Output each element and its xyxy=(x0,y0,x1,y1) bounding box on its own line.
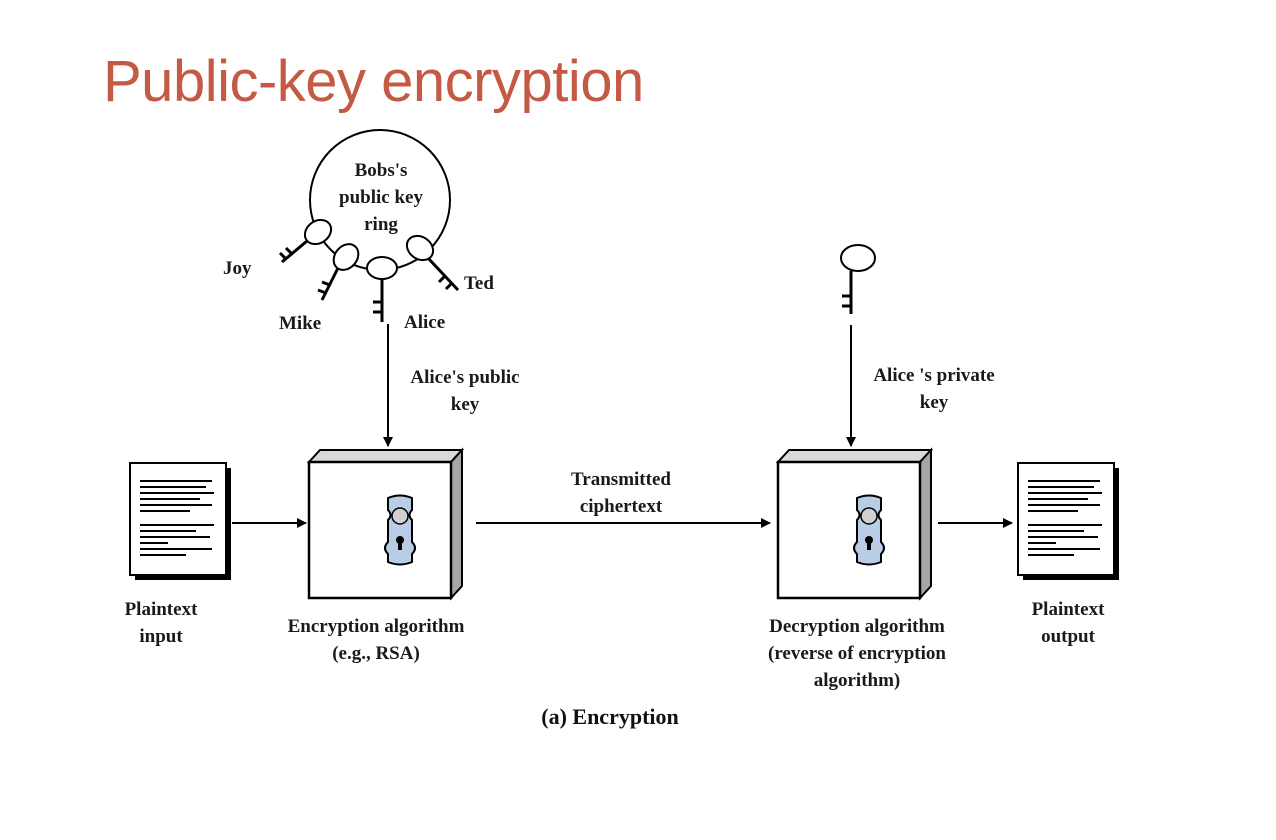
ted-key-icon xyxy=(405,234,460,292)
diagram-caption: (a) Encryption xyxy=(541,704,679,729)
slide-title: Public-key encryption xyxy=(103,49,644,114)
key-owner-alice: Alice xyxy=(404,312,445,333)
decryption-algorithm-label-line-2: (reverse of encryption xyxy=(768,643,946,664)
decryption-algorithm-box xyxy=(775,447,934,601)
alice-key-icon xyxy=(366,256,398,322)
plaintext-output-label-line-2: output xyxy=(1041,626,1096,647)
encryption-lock-icon xyxy=(384,494,416,566)
plaintext-output-label-line-1: Plaintext xyxy=(1032,599,1105,620)
public-key-label-line-2: key xyxy=(451,394,480,415)
joy-key-icon xyxy=(278,218,333,264)
ciphertext-label-line-2: ciphertext xyxy=(580,496,663,517)
encryption-algorithm-label-line-2: (e.g., RSA) xyxy=(332,643,420,664)
key-ring-label-line-3: ring xyxy=(364,214,398,235)
decryption-algorithm-label-line-3: algorithm) xyxy=(814,670,901,691)
private-key-label-line-2: key xyxy=(920,392,949,413)
public-key-label-line-1: Alice's public xyxy=(410,367,519,388)
private-key-icon xyxy=(840,244,876,314)
decryption-algorithm-label-line-1: Decryption algorithm xyxy=(769,616,945,637)
encryption-algorithm-box xyxy=(306,447,465,601)
plaintext-input-document-icon xyxy=(129,462,231,580)
plaintext-output-document-icon xyxy=(1017,462,1119,580)
key-owner-joy: Joy xyxy=(223,258,252,279)
ciphertext-label-line-1: Transmitted xyxy=(571,469,671,490)
key-owner-mike: Mike xyxy=(279,313,321,334)
encryption-algorithm-label-line-1: Encryption algorithm xyxy=(288,616,465,637)
plaintext-input-label-line-1: Plaintext xyxy=(125,599,198,620)
plaintext-input-label-line-2: input xyxy=(139,626,183,647)
private-key-label-line-1: Alice 's private xyxy=(873,365,994,386)
decryption-lock-icon xyxy=(853,494,885,566)
key-ring-label-line-2: public key xyxy=(339,187,423,208)
mike-key-icon xyxy=(317,243,360,301)
key-owner-ted: Ted xyxy=(464,273,494,294)
key-ring-label-line-1: Bobs's xyxy=(355,160,408,181)
